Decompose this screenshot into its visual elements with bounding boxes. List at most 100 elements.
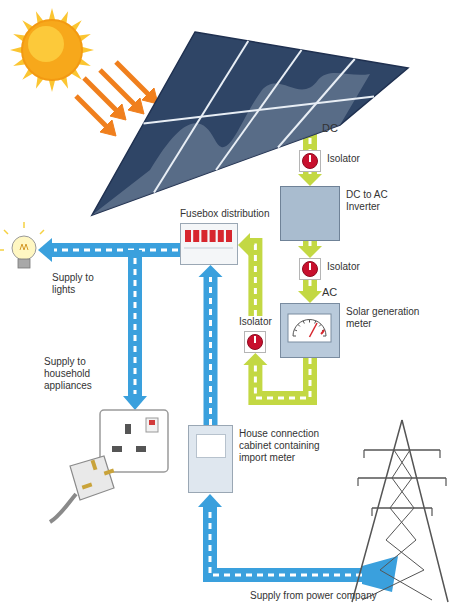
wire-dashes <box>210 509 362 575</box>
appliance-wire <box>128 250 142 396</box>
plug-pin <box>91 460 98 471</box>
node-label: Isolator <box>239 316 272 328</box>
arrow-head <box>198 494 222 507</box>
sun-highlight <box>28 26 64 62</box>
bulb-filament <box>20 244 28 250</box>
meter-gauge <box>281 304 338 356</box>
meter-shape <box>280 303 340 358</box>
gauge-face <box>288 314 331 342</box>
gauge-tick <box>303 321 304 324</box>
pylon-insulators <box>358 450 446 516</box>
isolator-knob <box>248 335 263 350</box>
isolator-switch <box>300 259 320 279</box>
node-label: Fusebox distribution <box>180 208 270 220</box>
gauge-tick <box>323 336 326 337</box>
fuse <box>226 230 232 242</box>
isolator-switch <box>300 151 320 171</box>
sun <box>10 8 94 92</box>
fuse-row <box>181 224 236 263</box>
power-connector <box>199 265 223 425</box>
fuse-shape <box>180 223 238 265</box>
wire-dashes <box>134 258 137 394</box>
iso-shape <box>299 150 321 172</box>
fuse <box>210 230 216 242</box>
wire-band <box>303 280 317 291</box>
fuse <box>185 230 191 242</box>
power-connector <box>243 353 310 398</box>
gauge-red-zone <box>321 330 324 334</box>
pylon-arms <box>358 450 446 508</box>
socket-hole <box>125 424 131 434</box>
arrow-head <box>243 353 267 365</box>
gauge-needle <box>310 323 318 337</box>
fuse-rail <box>184 248 233 249</box>
wire-dashes <box>255 358 310 398</box>
arrow-head <box>38 238 52 262</box>
socket-plate <box>100 410 168 472</box>
text-label: Supply to household appliances <box>44 356 120 392</box>
arrow-head <box>100 120 116 136</box>
fuse <box>201 230 207 242</box>
switch-indicator <box>149 420 155 425</box>
gauge-tick <box>298 324 300 326</box>
wire-dashes <box>309 172 312 174</box>
wire-dashes <box>209 277 212 425</box>
meter-window <box>196 434 226 458</box>
fuse <box>193 230 199 242</box>
plug-body <box>70 456 114 500</box>
plug-cable <box>50 494 76 522</box>
text-label: Supply from power company <box>250 590 377 602</box>
power-connector <box>298 241 322 258</box>
plug-pin <box>82 483 93 490</box>
node-label: Isolator <box>327 153 360 165</box>
fuse <box>218 230 224 242</box>
isolator-knob <box>303 262 318 277</box>
wire-band <box>250 245 255 316</box>
isolator-node: Isolator <box>239 316 272 353</box>
isolator-pointer <box>309 155 311 162</box>
lights-wire <box>52 243 182 257</box>
sun-disc <box>22 20 82 80</box>
socket-hole <box>112 446 122 452</box>
isolator-node: Isolator <box>299 150 360 172</box>
isolator-node: Isolator <box>299 258 360 280</box>
text-label: Supply to lights <box>52 272 104 296</box>
iso-shape <box>244 331 266 353</box>
pylon-legs <box>352 420 448 602</box>
gauge-tick <box>293 336 296 337</box>
arrow-head <box>110 104 126 120</box>
node-label: DC to AC Inverter <box>346 189 416 213</box>
gauge-tick <box>319 324 321 326</box>
power-connector <box>298 280 322 303</box>
arrow-head <box>123 396 147 410</box>
wire-band <box>204 277 218 425</box>
cab-node: House connection cabinet containing impo… <box>188 425 339 493</box>
arrow-head <box>199 265 223 277</box>
isolator-pointer <box>309 263 311 270</box>
gauge-arc <box>293 320 326 337</box>
socket-hole <box>136 446 146 452</box>
arrow-head <box>298 291 322 303</box>
inv-node: DC to AC Inverter <box>280 186 416 241</box>
inv-shape <box>280 186 340 241</box>
wire-dashes <box>309 241 312 246</box>
sunlight-arrow <box>76 96 108 128</box>
gauge-tick <box>294 330 297 331</box>
plug <box>50 456 114 522</box>
socket-switch <box>146 418 158 432</box>
wire-band <box>303 172 317 174</box>
gauge-tick <box>309 320 310 323</box>
isolator-switch <box>245 332 265 352</box>
arrow-head <box>238 233 250 257</box>
iso-shape <box>299 258 321 280</box>
power-connector <box>298 172 322 186</box>
isolator-pointer <box>254 336 256 343</box>
meter-node: Solar generation meter <box>280 303 426 358</box>
grid-feed <box>362 556 398 592</box>
text-label: DC <box>322 122 338 134</box>
panel-grid <box>144 41 375 193</box>
wire-dashes <box>250 245 255 316</box>
power-connector <box>238 233 255 316</box>
wire-dashes <box>54 249 178 252</box>
gauge-tick <box>315 321 316 324</box>
